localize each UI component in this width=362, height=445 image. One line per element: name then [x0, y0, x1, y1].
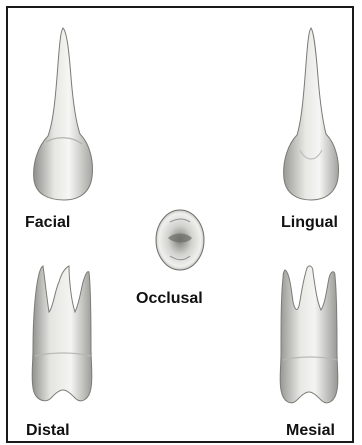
tooth-lingual-view-icon: [276, 22, 346, 207]
tooth-distal-view-icon: [25, 260, 101, 410]
label-lingual: Lingual: [281, 214, 338, 232]
label-occlusal: Occlusal: [136, 290, 203, 308]
label-mesial: Mesial: [286, 422, 335, 440]
label-facial: Facial: [25, 214, 70, 232]
label-distal: Distal: [26, 422, 70, 440]
tooth-facial-view-icon: [28, 22, 98, 207]
tooth-mesial-view-icon: [271, 260, 347, 410]
tooth-occlusal-view-icon: [148, 204, 212, 276]
figure-frame: Facial Lingual Occlusal: [6, 6, 354, 443]
